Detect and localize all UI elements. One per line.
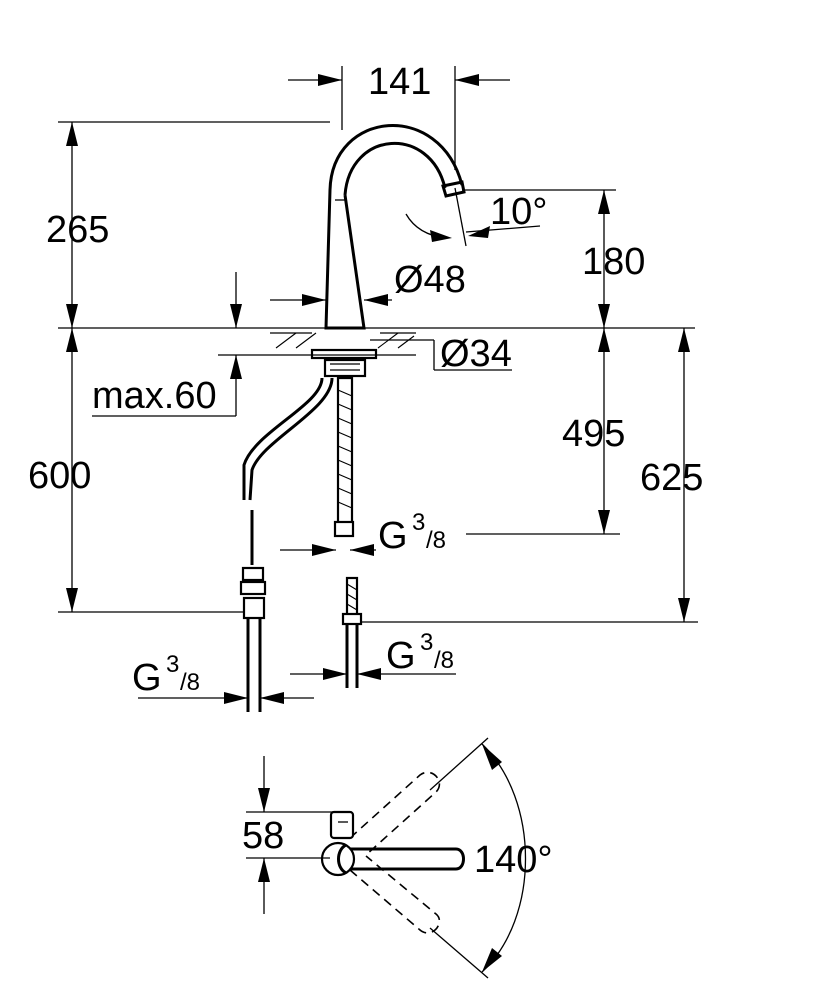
thread-lowerright-den: /8 <box>434 647 454 674</box>
handle-rotated-down <box>349 855 441 934</box>
dim-495: 495 <box>562 413 625 455</box>
mount-plate <box>310 348 378 360</box>
faucet-top-view <box>246 737 526 979</box>
thread-lowerright-g: G <box>386 635 416 677</box>
thread-upper-g: G <box>378 515 408 557</box>
spout-block <box>329 810 355 840</box>
dim-625: 625 <box>640 457 703 499</box>
thread-lowerleft-g: G <box>132 657 162 699</box>
supply-connector <box>333 520 355 538</box>
thread-upper-num: 3 <box>412 509 425 536</box>
hose-fitting <box>241 566 265 582</box>
aerator <box>441 180 466 198</box>
countertop <box>58 327 695 356</box>
mount-nut <box>323 358 367 378</box>
dim-265: 265 <box>46 209 109 251</box>
faucet-side-view <box>239 124 466 712</box>
thread-lowerright-num: 3 <box>420 629 433 656</box>
dim-141: 141 <box>368 61 431 103</box>
spout-outer <box>328 124 464 191</box>
spout-inner <box>343 141 447 196</box>
dim-180: 180 <box>582 241 645 283</box>
dim-600: 600 <box>28 455 91 497</box>
dim-10deg: 10° <box>490 191 547 233</box>
thread-lowerleft-den: /8 <box>180 669 200 696</box>
handle <box>340 847 465 871</box>
handle-rotated-up <box>349 771 441 856</box>
dimension-lines <box>58 66 698 704</box>
thread-lowerleft-num: 3 <box>166 651 179 678</box>
dim-max60: max.60 <box>92 375 217 417</box>
thread-upper-den: /8 <box>426 527 446 554</box>
pullout-hose <box>248 377 334 501</box>
dim-d34: Ø34 <box>440 333 512 375</box>
faucet-body <box>324 189 366 330</box>
dim-140deg: 140° <box>474 839 553 881</box>
dim-d48: Ø48 <box>394 259 466 301</box>
dimension-labels: 141 265 10° 180 Ø48 Ø34 max.60 600 495 6… <box>28 61 703 881</box>
dim-58: 58 <box>242 815 284 857</box>
